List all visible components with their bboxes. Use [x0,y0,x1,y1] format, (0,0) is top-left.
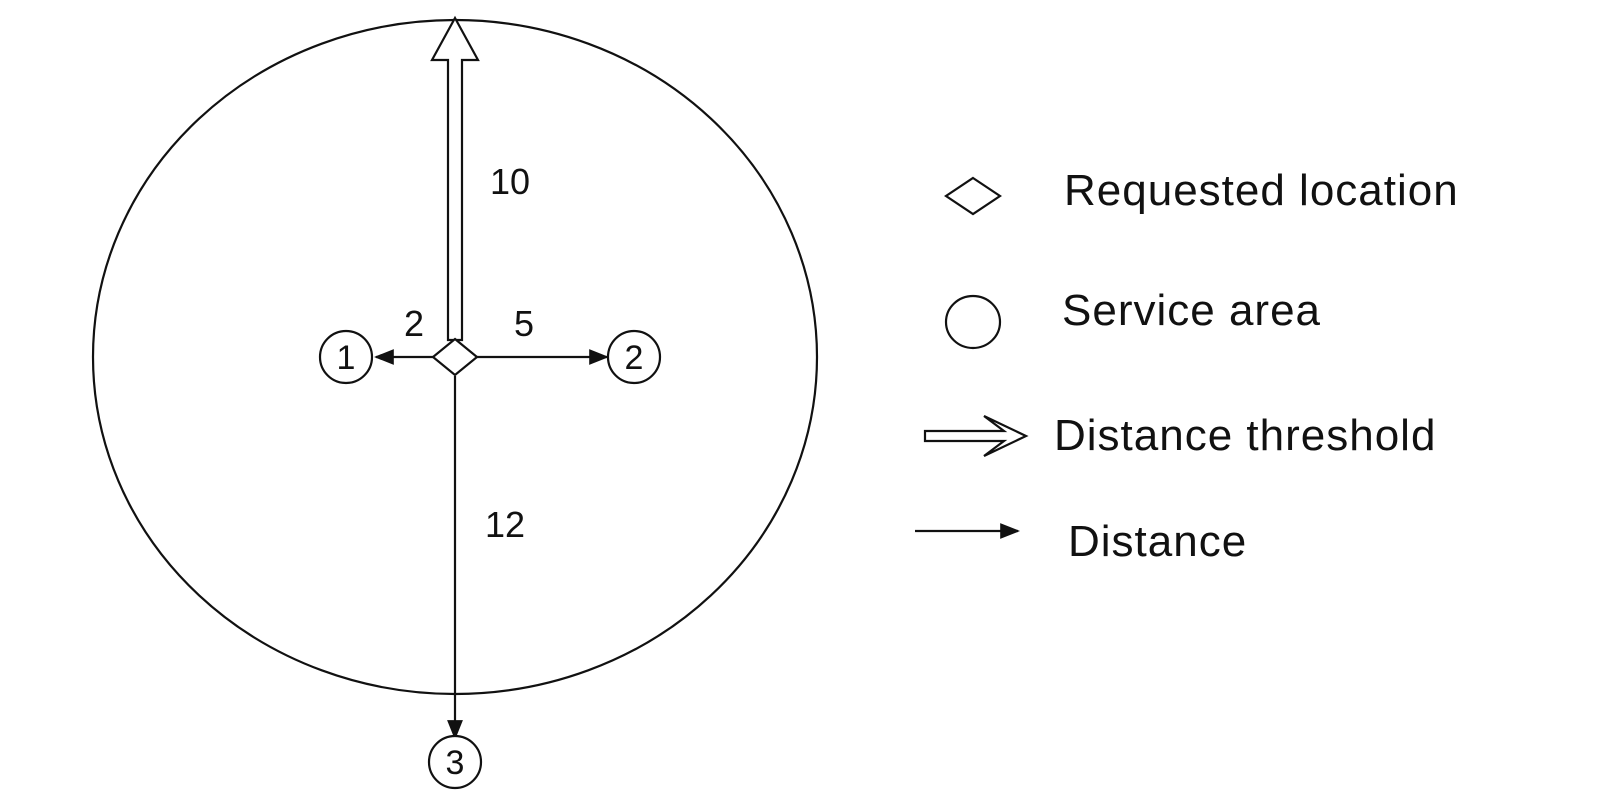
node-1-circle [318,329,374,385]
node-2-circle [606,329,662,385]
legend-label-distance: Distance [1068,517,1247,566]
diamond-icon [944,176,1002,216]
circle-icon [944,294,1002,350]
distance-threshold-value: 10 [490,161,530,202]
legend-label-requested-location: Requested location [1064,166,1459,215]
distance-label-node-1: 2 [404,303,424,344]
legend-label-distance-threshold: Distance threshold [1054,411,1436,460]
node-1: 1 [318,329,374,385]
distance-threshold-arrow [430,15,480,342]
requested-location-diamond [431,337,479,377]
double-arrow-icon [923,415,1029,457]
legend-item-requested-location: Requested location [944,166,1459,216]
distance-label-node-3: 12 [485,504,525,545]
node-1-label: 1 [337,339,356,377]
node-2-label: 2 [625,339,644,377]
distance-label-node-2: 5 [514,303,534,344]
node-3-circle [427,734,483,790]
node-3: 3 [427,734,483,790]
legend-item-service-area: Service area [944,286,1321,350]
node-2: 2 [606,329,662,385]
node-3-label: 3 [446,744,465,782]
legend-label-service-area: Service area [1062,286,1321,335]
legend-item-distance-threshold: Distance threshold [923,411,1436,460]
legend: Requested location Service area Distance… [915,166,1459,566]
legend-item-distance: Distance [915,517,1247,566]
